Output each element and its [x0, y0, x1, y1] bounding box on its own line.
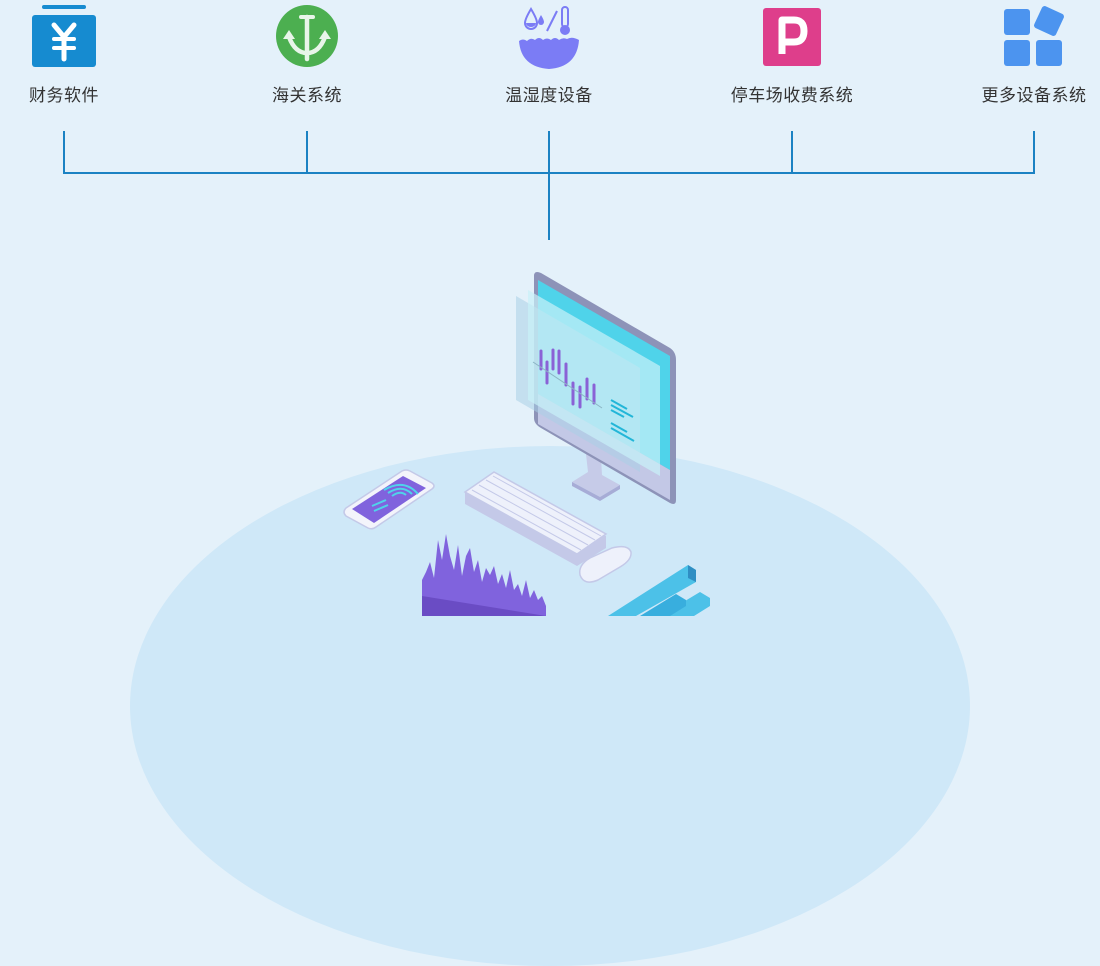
connector-line — [306, 131, 308, 174]
connector-bus-line — [63, 172, 1035, 174]
node-label: 停车场收费系统 — [730, 86, 854, 106]
computer-workstation-illustration — [343, 272, 710, 616]
node-label: 财务软件 — [29, 86, 99, 106]
anchor-icon — [275, 5, 339, 69]
more-apps-icon — [1002, 5, 1066, 69]
connector-line — [1033, 131, 1035, 174]
node-label: 海关系统 — [272, 86, 342, 106]
yen-wallet-icon — [32, 5, 96, 69]
node-label: 温湿度设备 — [505, 86, 593, 106]
connector-line — [791, 131, 793, 174]
humidity-thermometer-icon — [517, 5, 581, 69]
node-label: 更多设备系统 — [981, 86, 1087, 106]
connector-trunk-line — [548, 131, 550, 240]
parking-icon — [760, 5, 824, 69]
connector-line — [63, 131, 65, 174]
